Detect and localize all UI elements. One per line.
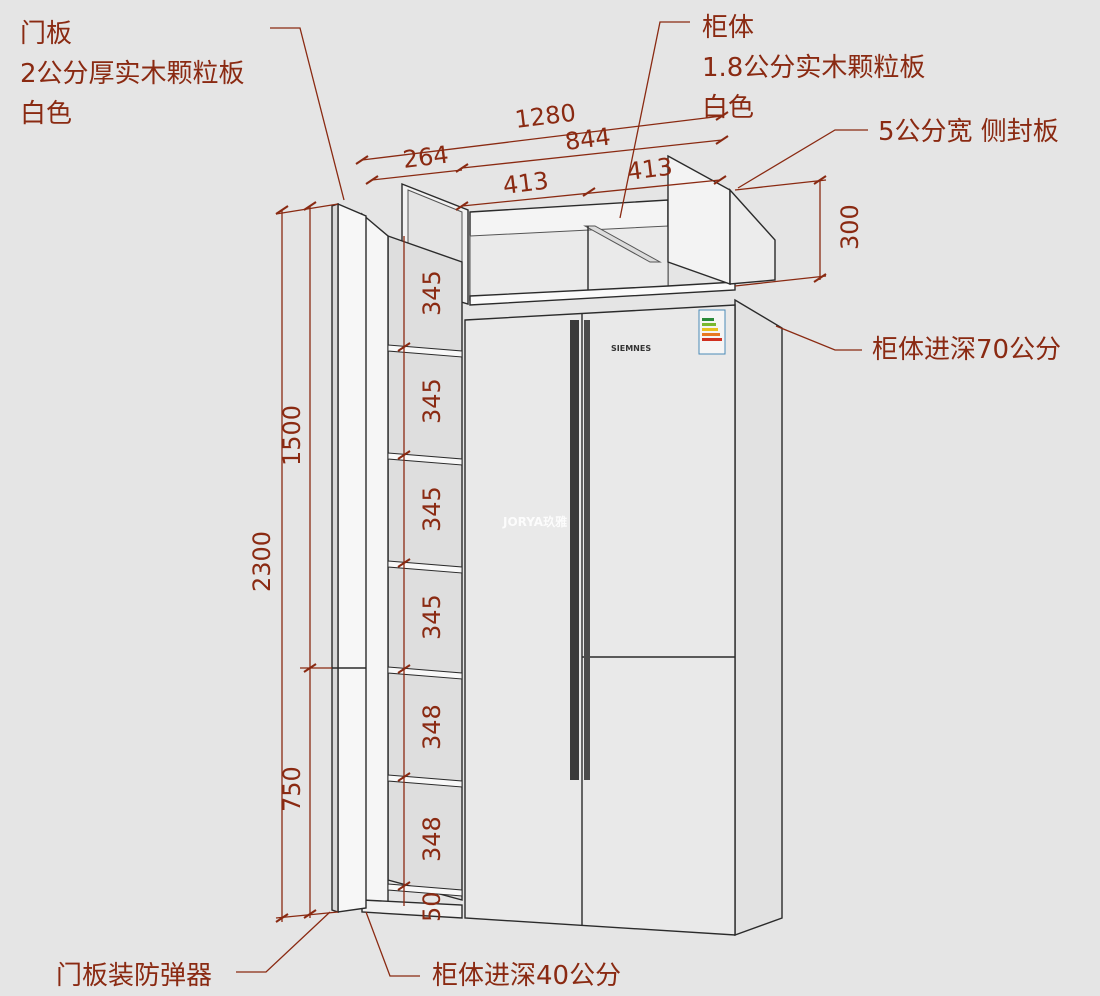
shelf-plank bbox=[387, 774, 463, 788]
leader-damper bbox=[236, 911, 331, 973]
dim-shelf-5: 348 bbox=[418, 704, 446, 750]
energy-bar-5 bbox=[702, 338, 722, 341]
side-cabinet-plinth bbox=[361, 899, 463, 919]
cabinet-color: 白色 bbox=[702, 93, 755, 123]
dim-line-264 bbox=[371, 169, 463, 181]
dim-fridge-width: 844 bbox=[563, 123, 612, 156]
dimension-lines bbox=[275, 111, 827, 923]
energy-bar-3 bbox=[702, 328, 718, 331]
leader-cabinet bbox=[619, 21, 690, 219]
side-cabinet bbox=[361, 212, 463, 919]
annotation-cabinet-depth-side: 柜体进深40公分 bbox=[432, 961, 622, 991]
door-panel-material: 2公分厚实木颗粒板 bbox=[20, 59, 245, 89]
refrigerator: SIEMNES JORYA玖雅 bbox=[464, 304, 736, 936]
shelf-plank bbox=[387, 560, 463, 574]
dim-line-844 bbox=[461, 139, 723, 169]
door-panel-title: 门板 bbox=[20, 19, 73, 49]
annotation-side-panel: 5公分宽 侧封板 bbox=[878, 117, 1059, 147]
dim-shelf-3: 345 bbox=[418, 486, 446, 532]
energy-label bbox=[698, 309, 726, 355]
top-cabinet bbox=[401, 154, 776, 306]
dimension-texts: 1280 844 264 413 413 300 2300 1500 750 3… bbox=[248, 99, 864, 922]
dim-shelf-4: 345 bbox=[418, 594, 446, 640]
cabinet-title: 柜体 bbox=[702, 13, 755, 43]
fridge-body bbox=[464, 304, 736, 936]
dim-top-height: 300 bbox=[836, 204, 864, 250]
watermark: JORYA玖雅 bbox=[502, 514, 567, 529]
dim-lower-door: 750 bbox=[278, 766, 306, 812]
dim-line-413 bbox=[461, 179, 721, 207]
shelves bbox=[387, 342, 463, 897]
leader-door-panel bbox=[270, 27, 345, 201]
top-cabinet-divider bbox=[583, 225, 662, 263]
dim-upper-door: 1500 bbox=[278, 405, 306, 466]
energy-bar-1 bbox=[702, 318, 714, 321]
door-panel-color: 白色 bbox=[20, 99, 73, 129]
shelf-plank bbox=[387, 883, 463, 897]
annotation-cabinet: 柜体 1.8公分实木颗粒板 白色 bbox=[702, 8, 925, 128]
dim-top-left-bay: 413 bbox=[501, 167, 550, 200]
left-door-panel bbox=[337, 202, 367, 913]
dim-total-height: 2300 bbox=[248, 531, 276, 592]
left-door bbox=[331, 202, 367, 913]
dim-shelf-2: 345 bbox=[418, 378, 446, 424]
annotation-door-damper: 门板装防弹器 bbox=[56, 961, 213, 991]
fridge-handle-left bbox=[570, 320, 579, 780]
energy-bar-2 bbox=[702, 323, 716, 326]
left-door-edge bbox=[331, 203, 339, 913]
right-side-seal bbox=[734, 298, 783, 936]
dim-plinth: 50 bbox=[418, 891, 446, 922]
leader-depth-40 bbox=[365, 911, 420, 977]
shelf-plank bbox=[387, 452, 463, 466]
dim-side-width: 264 bbox=[401, 141, 450, 174]
dim-top-right-bay: 413 bbox=[625, 153, 674, 186]
top-side-seal bbox=[729, 188, 776, 285]
dim-line-1280 bbox=[361, 115, 723, 161]
leader-depth-70 bbox=[775, 325, 862, 351]
cabinet-material: 1.8公分实木颗粒板 bbox=[702, 53, 926, 83]
leader-side-seal bbox=[737, 129, 868, 189]
dim-shelf-6: 348 bbox=[418, 816, 446, 862]
dim-shelf-1: 345 bbox=[418, 270, 446, 316]
fridge-handle-right bbox=[584, 320, 590, 780]
shelf-plank bbox=[387, 666, 463, 680]
annotation-door-panel: 门板 2公分厚实木颗粒板 白色 bbox=[20, 14, 245, 134]
annotation-cabinet-depth-main: 柜体进深70公分 bbox=[872, 335, 1062, 365]
fridge-brand: SIEMNES bbox=[611, 344, 651, 353]
leader-lines bbox=[236, 21, 868, 977]
top-right-door bbox=[667, 154, 731, 285]
energy-bar-4 bbox=[702, 333, 720, 336]
shelf-plank bbox=[387, 344, 463, 358]
